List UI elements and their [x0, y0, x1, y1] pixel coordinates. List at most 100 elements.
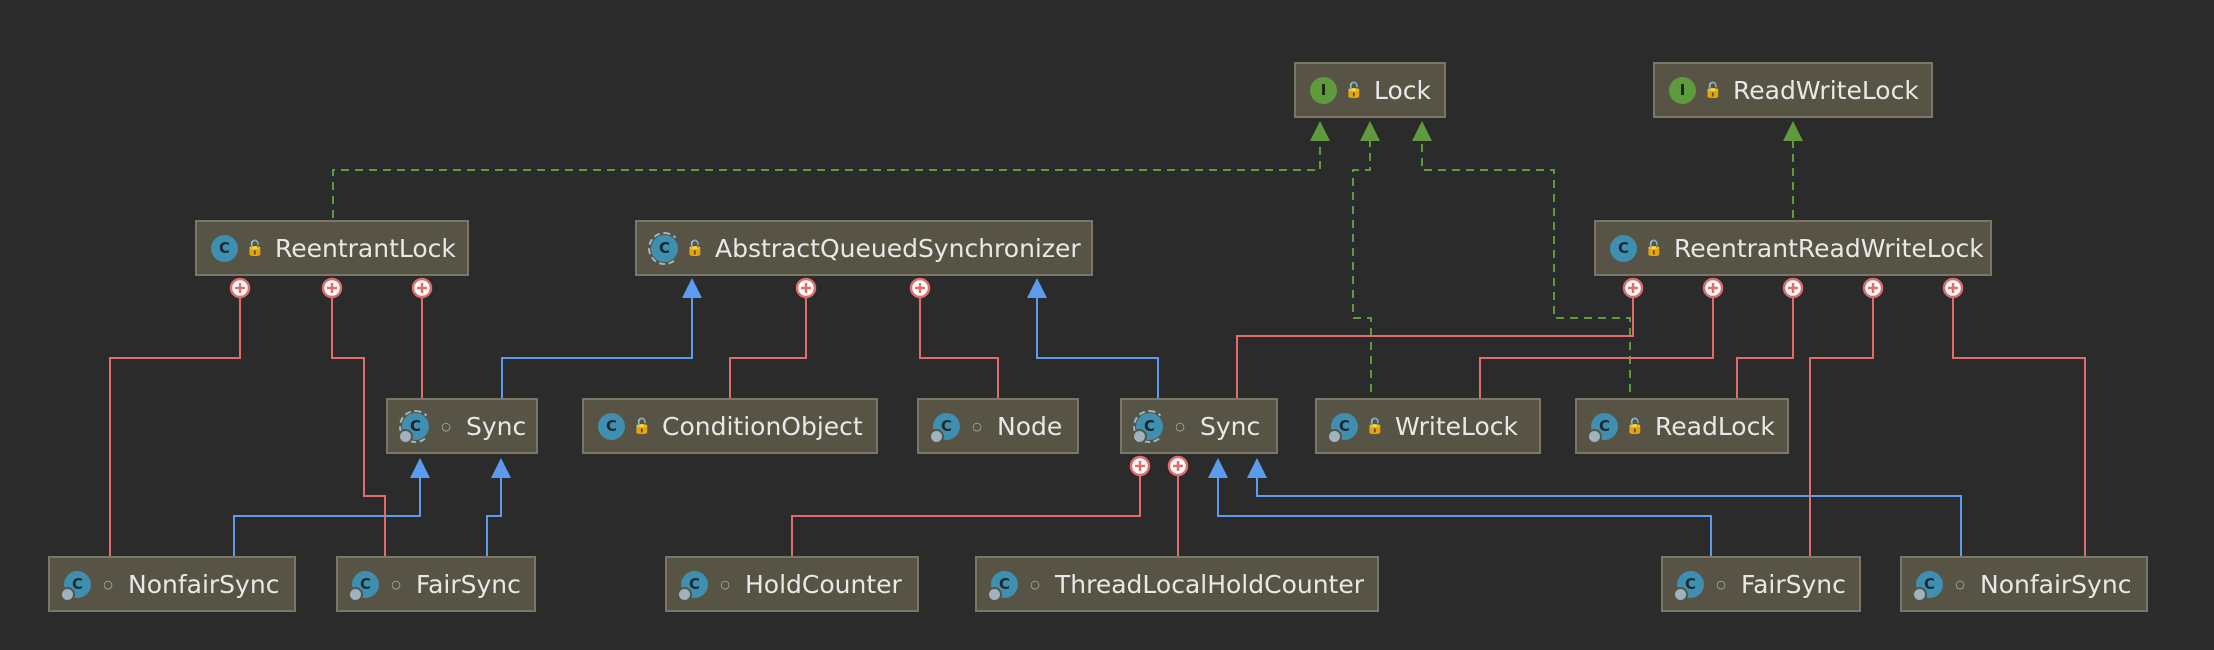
plus-marker [1622, 277, 1644, 299]
node-nonfairsync-reentrantreadwritelock[interactable]: C ○ NonfairSync [1900, 556, 2148, 612]
edge-sync-inner-holdcounter [791, 466, 1141, 560]
edge-reentrantlock-inner-fair [331, 288, 386, 560]
package-private-icon: ○ [441, 419, 451, 433]
edge-aqs-inner-node [919, 288, 999, 406]
edge-aqs-inner-condobj [729, 288, 807, 406]
package-private-icon: ○ [1716, 577, 1726, 591]
arrowhead-aqs-2 [1027, 278, 1047, 298]
public-lock-icon: 🔓 [1644, 239, 1664, 257]
abstract-static-class-icon: C [398, 409, 432, 444]
node-threadlocalholdcounter[interactable]: C ○ ThreadLocalHoldCounter [975, 556, 1379, 612]
arrowhead-lock-3 [1412, 121, 1432, 141]
static-class-icon: C [1587, 412, 1618, 444]
plus-marker [1167, 455, 1189, 477]
edge-sync-rrwl-extends-aqs [1036, 294, 1159, 406]
public-lock-icon: 🔓 [1344, 81, 1364, 99]
interface-icon: I [1669, 76, 1696, 104]
class-icon: C [598, 412, 625, 440]
node-label: Node [997, 411, 1063, 441]
node-nonfairsync-reentrantlock[interactable]: C ○ NonfairSync [48, 556, 296, 612]
edge-fair-rl-extends-sync [486, 474, 502, 560]
public-lock-icon: 🔓 [632, 417, 652, 435]
node-reentrantreadwritelock[interactable]: C 🔓 ReentrantReadWriteLock [1594, 220, 1992, 276]
edge-reentrantlock-inner-nonfair [109, 288, 241, 560]
static-class-icon: C [677, 570, 708, 602]
node-label: HoldCounter [745, 569, 902, 599]
node-sync-reentrantlock[interactable]: C ○ Sync [386, 398, 538, 454]
plus-marker [1129, 455, 1151, 477]
package-private-icon: ○ [391, 577, 401, 591]
package-private-icon: ○ [1030, 577, 1040, 591]
node-readlock[interactable]: C 🔓 ReadLock [1575, 398, 1789, 454]
public-lock-icon: 🔓 [1703, 81, 1723, 99]
node-label: FairSync [1741, 569, 1846, 599]
node-reentrantlock[interactable]: C 🔓 ReentrantLock [195, 220, 469, 276]
node-writelock[interactable]: C 🔓 WriteLock [1315, 398, 1541, 454]
arrowhead-lock-1 [1310, 121, 1330, 141]
arrowhead-sync-rl-2 [491, 458, 511, 478]
static-class-icon: C [1673, 570, 1704, 602]
static-class-icon: C [929, 412, 960, 444]
static-class-icon: C [1912, 570, 1943, 602]
public-lock-icon: 🔓 [245, 239, 265, 257]
node-label: Lock [1374, 75, 1432, 105]
edge-fair-rrwl-extends-sync [1217, 474, 1712, 560]
node-fairsync-reentrantreadwritelock[interactable]: C ○ FairSync [1661, 556, 1861, 612]
edge-rrwl-inner-sync [1236, 288, 1634, 406]
node-label: ThreadLocalHoldCounter [1055, 569, 1365, 599]
node-label: Sync [1200, 411, 1261, 441]
static-class-icon: C [348, 570, 379, 602]
arrowhead-sync-rl-1 [410, 458, 430, 478]
plus-marker [1862, 277, 1884, 299]
node-conditionobject[interactable]: C 🔓 ConditionObject [582, 398, 878, 454]
plus-marker [411, 277, 433, 299]
static-class-icon: C [60, 570, 91, 602]
node-label: NonfairSync [1980, 569, 2132, 599]
static-class-icon: C [987, 570, 1018, 602]
interface-icon: I [1310, 76, 1337, 104]
edge-rrwl-inner-fair [1809, 288, 1874, 560]
arrowhead-sync-rrwl-1 [1208, 458, 1228, 478]
node-label: NonfairSync [128, 569, 280, 599]
node-label: AbstractQueuedSynchronizer [715, 233, 1081, 263]
plus-marker [909, 277, 931, 299]
node-label: ReadLock [1655, 411, 1775, 441]
node-lock[interactable]: I 🔓 Lock [1294, 62, 1446, 118]
node-readwritelock[interactable]: I 🔓 ReadWriteLock [1653, 62, 1933, 118]
node-label: WriteLock [1395, 411, 1519, 441]
node-abstractqueuedsynchronizer[interactable]: C 🔓 AbstractQueuedSynchronizer [635, 220, 1093, 276]
plus-marker [1782, 277, 1804, 299]
node-sync-reentrantreadwritelock[interactable]: C ○ Sync [1120, 398, 1278, 454]
node-node[interactable]: C ○ Node [917, 398, 1079, 454]
node-holdcounter[interactable]: C ○ HoldCounter [665, 556, 919, 612]
edge-reentrantlock-implements-lock [332, 137, 1321, 218]
public-lock-icon: 🔓 [1625, 417, 1645, 435]
node-label: Sync [466, 411, 527, 441]
edge-nonfair-rrwl-extends-sync [1256, 474, 1962, 560]
node-label: ReentrantLock [275, 233, 456, 263]
edge-writelock-implements-lock [1352, 137, 1372, 406]
arrowhead-aqs-1 [682, 278, 702, 298]
edge-rrwl-inner-nonfair [1952, 288, 2086, 560]
plus-marker [795, 277, 817, 299]
plus-marker [1702, 277, 1724, 299]
arrowhead-sync-rrwl-2 [1247, 458, 1267, 478]
abstract-static-class-icon: C [1132, 409, 1166, 444]
public-lock-icon: 🔓 [1365, 417, 1385, 435]
edge-rrwl-inner-readlock [1736, 288, 1794, 406]
public-lock-icon: 🔓 [685, 239, 705, 257]
node-label: ReentrantReadWriteLock [1674, 233, 1984, 263]
package-private-icon: ○ [972, 419, 982, 433]
plus-marker [321, 277, 343, 299]
plus-marker [229, 277, 251, 299]
node-fairsync-reentrantlock[interactable]: C ○ FairSync [336, 556, 536, 612]
arrowhead-rwlock [1783, 121, 1803, 141]
node-label: ConditionObject [662, 411, 863, 441]
node-label: ReadWriteLock [1733, 75, 1919, 105]
edge-rrwl-inner-writelock [1479, 288, 1714, 406]
static-class-icon: C [1327, 412, 1358, 444]
package-private-icon: ○ [103, 577, 113, 591]
edge-readlock-implements-lock [1421, 137, 1631, 406]
